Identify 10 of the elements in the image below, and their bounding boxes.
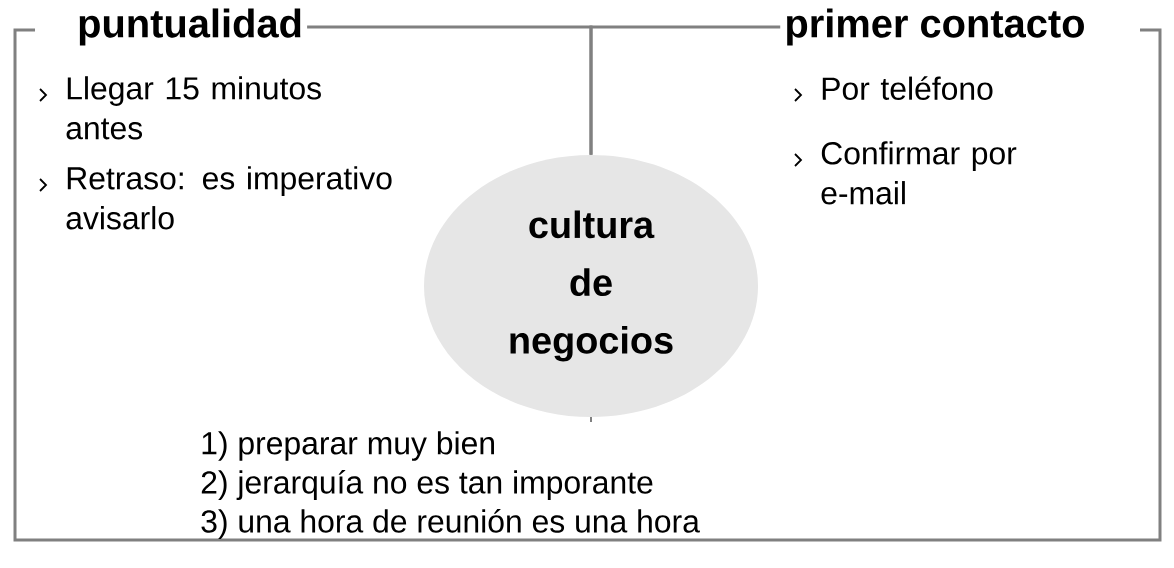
connector-line — [589, 25, 781, 155]
bullet-text: Retraso: es imperativo avisarlo — [66, 166, 392, 230]
bullet-text: Por teléfono — [822, 76, 993, 100]
bullet-text: Confirmar por e-mail — [821, 141, 1017, 205]
heading: primer contacto — [787, 8, 1084, 46]
heading: puntualidad — [79, 8, 301, 46]
bullet-text: Llegar 15 minutos antes — [66, 76, 321, 140]
list-item: 3) una hora de reunión es una hora — [201, 508, 700, 539]
list-item: 2) jerarquía no es tan imporante — [201, 469, 653, 501]
list-item: 1) preparar muy bien — [202, 431, 494, 461]
